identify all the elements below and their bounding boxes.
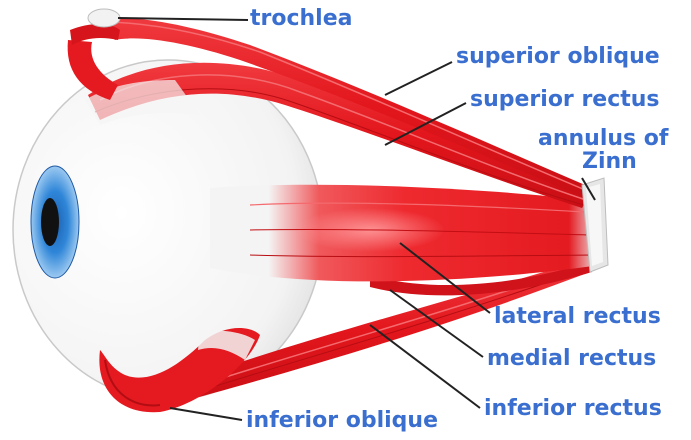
label-zinn: Zinn — [582, 151, 637, 173]
label-annulus-of: annulus of — [538, 128, 668, 150]
label-trochlea: trochlea — [250, 8, 353, 30]
pupil — [41, 198, 59, 246]
leader-inferior-oblique — [170, 408, 242, 420]
leader-inferior-rectus — [370, 325, 480, 408]
label-medial-rectus: medial rectus — [487, 348, 656, 370]
label-superior-rectus: superior rectus — [470, 89, 660, 111]
label-superior-oblique: superior oblique — [456, 46, 660, 68]
leader-superior-oblique — [385, 62, 452, 95]
label-inferior-oblique: inferior oblique — [246, 410, 438, 432]
lateral-rectus-muscle — [210, 185, 600, 282]
trochlea — [88, 9, 120, 27]
label-inferior-rectus: inferior rectus — [484, 398, 662, 420]
label-lateral-rectus: lateral rectus — [494, 306, 661, 328]
